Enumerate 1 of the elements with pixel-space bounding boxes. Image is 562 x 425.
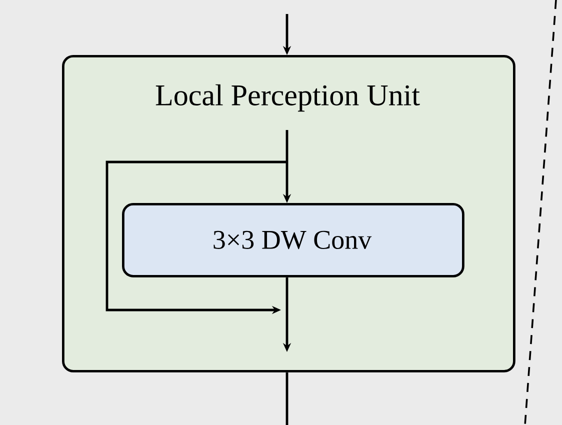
conv-box: 3×3 DW Conv [122, 203, 464, 278]
